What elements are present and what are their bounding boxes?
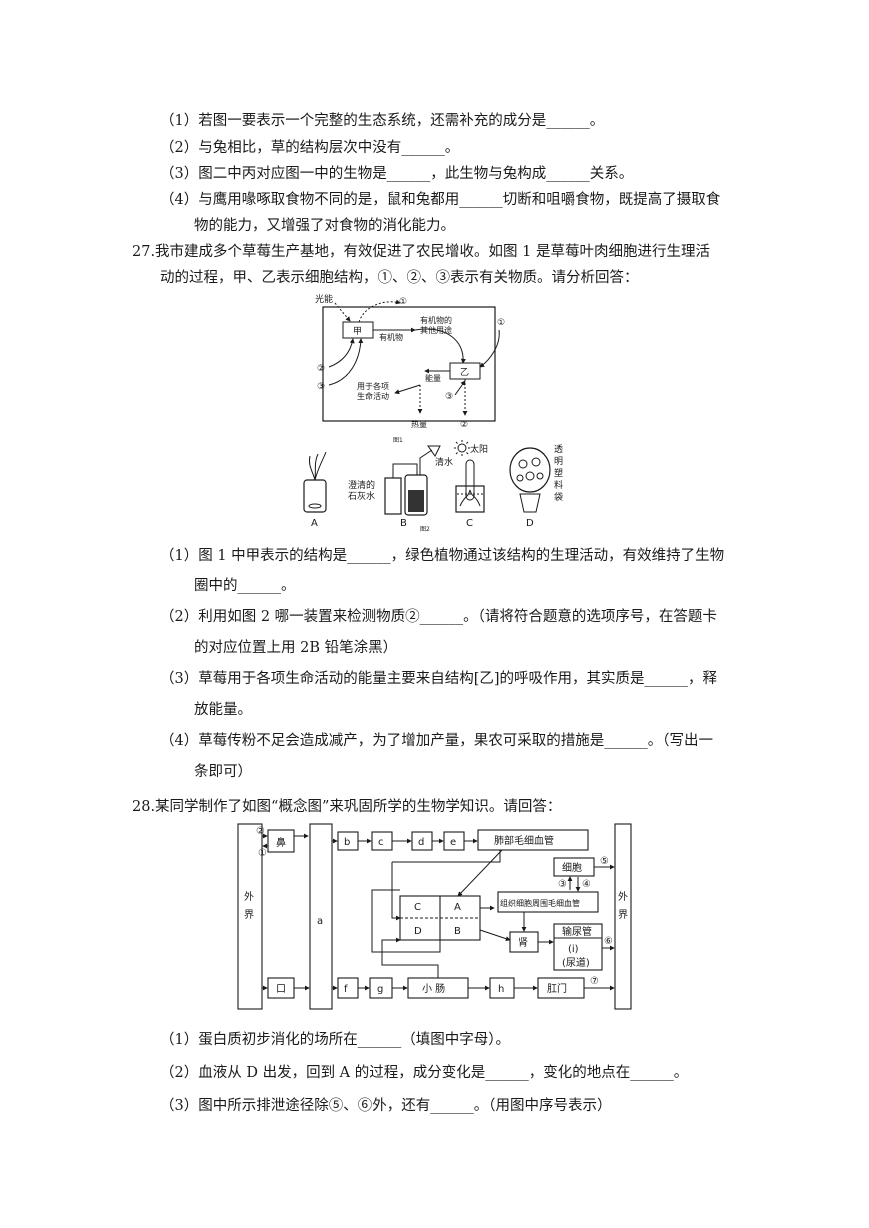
organic-label: 有机物 — [379, 332, 403, 342]
label-e: e — [450, 837, 456, 848]
q27-item-3-cont: 放能量。 — [194, 702, 252, 718]
label-b: b — [344, 837, 350, 848]
bag-label-2: 明 — [554, 456, 563, 467]
q27-item-4: （4）草莓传粉不足会造成减产，为了增加产量，果农可采取的措施是______。（写… — [160, 733, 713, 749]
outside-right-2: 界 — [618, 909, 628, 921]
q27-stem-cont: 动的过程，甲、乙表示细胞结构，①、②、③表示有关物质。请分析回答： — [160, 270, 639, 286]
sun-label: 太阳 — [470, 443, 488, 455]
num-1: ② — [256, 826, 265, 837]
label-c: c — [378, 837, 384, 848]
q26-item-4-cont: 物的能力，又增强了对食物的消化能力。 — [194, 218, 455, 234]
substance-1-right: ① — [497, 318, 505, 328]
cell-label: 细胞 — [562, 861, 582, 874]
num-7: ⑦ — [590, 976, 599, 987]
lung-capillary-label: 肺部毛细血管 — [494, 834, 554, 847]
label-g: g — [377, 984, 383, 995]
q27-item-2: （2）利用如图 2 哪一装置来检测物质②______。（请将符合题意的选项序号，… — [160, 609, 717, 625]
ureter-label: 输尿管 — [562, 925, 592, 938]
label-a: a — [317, 916, 323, 927]
outside-left-2: 界 — [244, 909, 254, 921]
label-a: A — [311, 518, 318, 529]
figure-1-cell-process: 光能 甲 ① 有机物 有机物的 其他用途 ① 乙 能量 用于各项 生命活动 热量… — [315, 293, 505, 444]
q27-stem: 27.我市建成多个草莓生产基地，有效促进了农民增收。如图 1 是草莓叶肉细胞进行… — [132, 244, 710, 260]
figure-2-apparatus: A 澄清的 石灰水 清水 B 太阳 C 透 明 塑 料 袋 D 图2 — [303, 440, 563, 532]
tissue-capillary-label: 组织细胞周围毛细血管 — [500, 898, 580, 908]
urethra-label: (尿道) — [562, 956, 590, 969]
limewater-label-1: 澄清的 — [348, 479, 375, 491]
bag-label-4: 料 — [554, 479, 563, 491]
q28-item-1: （1）蛋白质初步消化的场所在______（填图中字母）。 — [160, 1032, 510, 1048]
other-use-label-2: 其他用途 — [420, 325, 452, 335]
structure-jia: 甲 — [353, 326, 362, 337]
bag-label-3: 塑 — [554, 468, 563, 479]
label-d: D — [526, 518, 534, 529]
heat-label: 热量 — [411, 419, 427, 429]
chamber-b: B — [454, 926, 461, 937]
outside-right-1: 外 — [618, 891, 628, 903]
energy-label: 能量 — [425, 373, 441, 383]
chamber-a: A — [454, 902, 461, 913]
mouth-label: 口 — [276, 984, 286, 995]
q27-item-2-cont: 的对应位置上用 2B 铅笔涂黑） — [194, 640, 398, 656]
nose-label: 鼻 — [276, 836, 286, 849]
apparatus-d: 透 明 塑 料 袋 D — [509, 444, 563, 529]
life-activity-label-1: 用于各项 — [357, 381, 389, 391]
chamber-d: D — [414, 926, 422, 937]
q27-item-1: （1）图 1 中甲表示的结构是______，绿色植物通过该结构的生理活动，有效维… — [160, 548, 725, 564]
num-3: ③ — [558, 879, 567, 890]
label-h: h — [498, 984, 504, 995]
kidney-label: 肾 — [518, 937, 528, 949]
substance-2-bottom: ② — [460, 420, 468, 430]
q27-item-3: （3）草莓用于各项生命活动的能量主要来自结构[乙]的呼吸作用，其实质是_____… — [160, 671, 718, 687]
anus-label: 肛门 — [547, 982, 567, 995]
bag-label-1: 透 — [554, 444, 563, 455]
q26-item-1: （1）若图一要表示一个完整的生态系统，还需补充的成分是______。 — [160, 113, 605, 129]
figure-1-caption: 图1 — [393, 437, 403, 444]
num-5: ⑤ — [600, 856, 609, 867]
label-d: d — [418, 837, 424, 848]
chamber-c: C — [414, 902, 421, 913]
substance-3-bottom: ③ — [445, 392, 453, 402]
water-label: 清水 — [435, 456, 453, 468]
q28-item-3: （3）图中所示排泄途径除⑤、⑥外，还有______。（用图中序号表示） — [160, 1098, 612, 1114]
apparatus-b: 澄清的 石灰水 清水 B — [348, 445, 453, 529]
substance-2-left: ② — [317, 364, 325, 374]
q26-item-4: （4）与鹰用喙啄取食物不同的是，鼠和兔都用______切断和咀嚼食物，既提高了摄… — [160, 192, 721, 208]
bag-label-5: 袋 — [554, 491, 563, 503]
q28-item-2: （2）血液从 D 出发，回到 A 的过程，成分变化是______，变化的地点在_… — [160, 1065, 689, 1081]
q26-item-2: （2）与兔相比，草的结构层次中没有______。 — [160, 140, 460, 156]
small-intestine-label: 小 肠 — [422, 983, 445, 995]
sun-icon — [457, 443, 467, 453]
label-i: (i) — [568, 944, 579, 955]
num-2: ① — [258, 848, 267, 859]
figure-concept-map: 外 界 外 界 a 鼻 口 b c d e 肺部毛细血管 细胞 组织细胞周围毛细… — [237, 823, 632, 1010]
limewater-label-2: 石灰水 — [348, 490, 375, 502]
figure-2-caption: 图2 — [420, 526, 430, 532]
q27-item-4-cont: 条即可） — [194, 764, 252, 780]
structure-yi: 乙 — [460, 367, 469, 378]
substance-3-left: ③ — [317, 382, 325, 392]
other-use-label-1: 有机物的 — [420, 315, 452, 325]
q28-stem: 28.某同学制作了如图“概念图”来巩固所学的生物学知识。请回答： — [132, 799, 562, 815]
num-6: ⑥ — [604, 936, 613, 947]
apparatus-c: 太阳 C — [454, 440, 488, 529]
light-energy-label: 光能 — [315, 293, 333, 305]
label-f: f — [344, 984, 348, 995]
life-activity-label-2: 生命活动 — [357, 391, 389, 401]
label-c: C — [466, 518, 473, 529]
outside-left-1: 外 — [244, 891, 254, 903]
label-b: B — [400, 518, 407, 529]
apparatus-a: A — [303, 451, 327, 529]
substance-1-top: ① — [399, 297, 407, 307]
q27-item-1-cont: 圈中的______。 — [194, 578, 296, 594]
q26-item-3: （3）图二中丙对应图一中的生物是______，此生物与兔构成______关系。 — [160, 166, 634, 182]
num-4: ④ — [582, 879, 591, 890]
